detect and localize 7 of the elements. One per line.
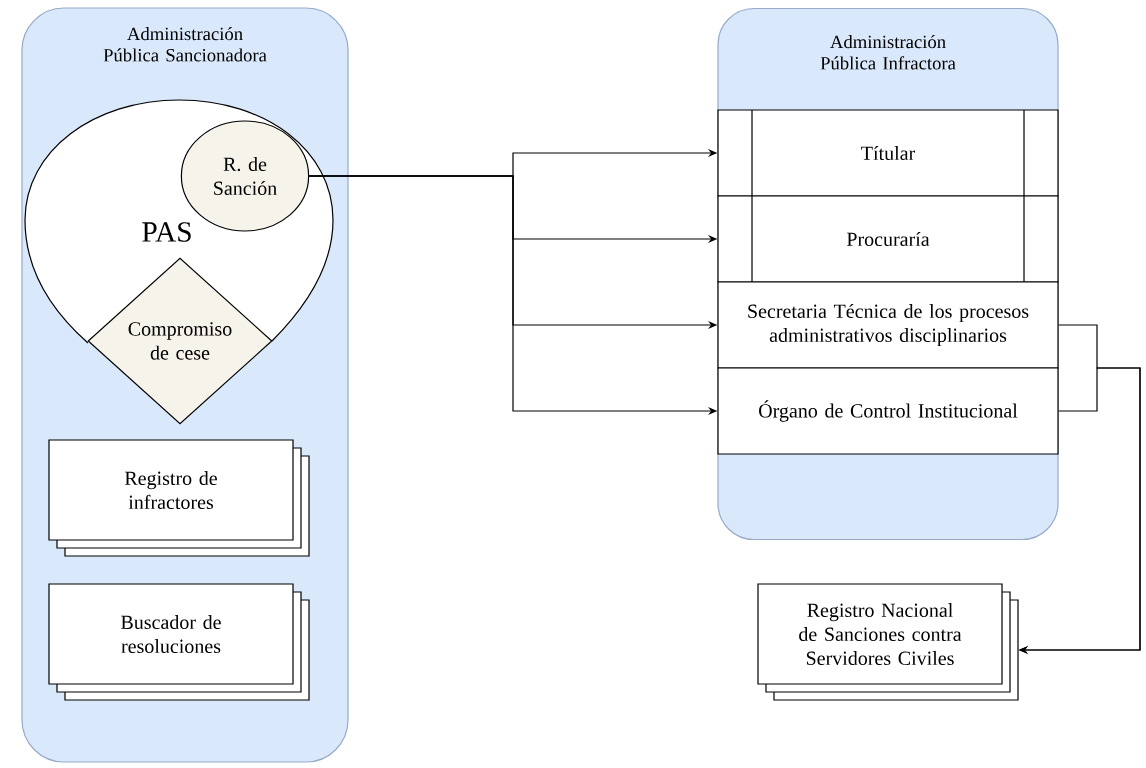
process-box: Títular — [717, 109, 1059, 197]
process-box: Procuraría — [717, 195, 1059, 283]
document-stack: Registro Nacional de Sanciones contra Servidores Civiles — [757, 583, 1019, 701]
document-stack: Buscador de resoluciones — [48, 583, 310, 701]
document-stack: Registro de infractores — [48, 439, 310, 557]
table-row: Órgano de Control Institucional — [717, 367, 1059, 455]
table-row: Secretaria Técnica de los procesos administrativos disciplinarios — [717, 281, 1059, 369]
